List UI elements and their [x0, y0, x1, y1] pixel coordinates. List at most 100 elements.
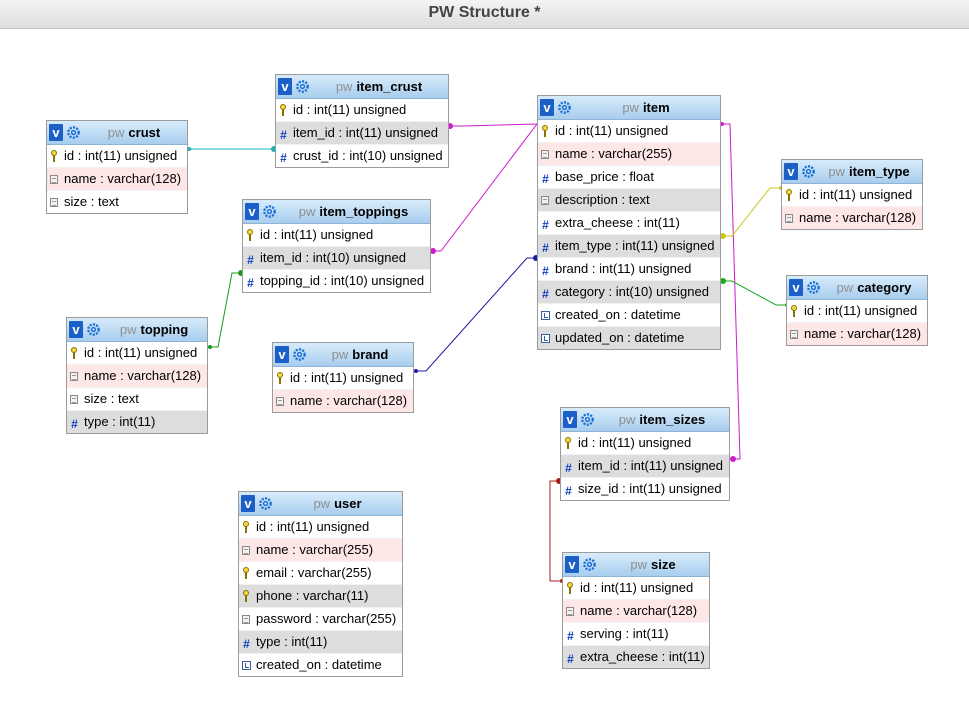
table-column-row[interactable]: id : int(11) unsigned: [538, 120, 720, 143]
column-label: item_id : int(11) unsigned: [293, 125, 439, 140]
table-column-row[interactable]: email : varchar(255): [239, 562, 402, 585]
gear-icon[interactable]: [258, 496, 273, 511]
gear-icon[interactable]: [580, 412, 595, 427]
relation-line[interactable]: [448, 123, 538, 127]
table-column-row[interactable]: #crust_id : int(10) unsigned: [276, 145, 448, 167]
table-column-row[interactable]: #serving : int(11): [563, 623, 709, 646]
table-column-row[interactable]: id : int(11) unsigned: [561, 432, 729, 455]
table-column-row[interactable]: #item_id : int(10) unsigned: [243, 247, 430, 270]
table-column-row[interactable]: name : varchar(128): [67, 365, 207, 388]
table-column-row[interactable]: #type : int(11): [239, 631, 402, 654]
toggle-columns-button[interactable]: v: [241, 495, 255, 512]
table-column-row[interactable]: name : varchar(128): [787, 323, 927, 345]
table-column-row[interactable]: #extra_cheese : int(11): [563, 646, 709, 668]
table-column-row[interactable]: id : int(11) unsigned: [239, 516, 402, 539]
table-column-row[interactable]: #type : int(11): [67, 411, 207, 433]
table-column-row[interactable]: name : varchar(255): [239, 539, 402, 562]
toggle-columns-button[interactable]: v: [789, 279, 803, 296]
relation-line[interactable]: [414, 257, 537, 372]
relation-line[interactable]: [722, 280, 787, 306]
gear-icon[interactable]: [801, 164, 816, 179]
table-column-row[interactable]: #item_id : int(11) unsigned: [561, 455, 729, 478]
table-column-row[interactable]: name : varchar(128): [782, 207, 922, 229]
relation-line[interactable]: [722, 187, 781, 237]
column-label: name : varchar(255): [555, 146, 673, 161]
table-column-row[interactable]: password : varchar(255): [239, 608, 402, 631]
table-column-row[interactable]: id : int(11) unsigned: [563, 577, 709, 600]
gear-icon[interactable]: [66, 125, 81, 140]
table-column-row[interactable]: #size_id : int(11) unsigned: [561, 478, 729, 500]
column-label: serving : int(11): [580, 626, 669, 641]
column-label: item_id : int(10) unsigned: [260, 250, 406, 265]
toggle-columns-button[interactable]: v: [245, 203, 259, 220]
gear-icon[interactable]: [295, 79, 310, 94]
relation-line[interactable]: [208, 272, 242, 348]
table-column-row[interactable]: description : text: [538, 189, 720, 212]
gear-icon[interactable]: [806, 280, 821, 295]
gear-icon[interactable]: [557, 100, 572, 115]
gear-icon[interactable]: [262, 204, 277, 219]
toggle-columns-button[interactable]: v: [49, 124, 63, 141]
gear-icon[interactable]: [292, 347, 307, 362]
table-column-row[interactable]: name : varchar(128): [563, 600, 709, 623]
table-column-row[interactable]: id : int(11) unsigned: [67, 342, 207, 365]
toggle-columns-button[interactable]: v: [69, 321, 83, 338]
table-column-row[interactable]: #extra_cheese : int(11): [538, 212, 720, 235]
table-column-row[interactable]: created_on : datetime: [239, 654, 402, 676]
toggle-columns-button[interactable]: v: [565, 556, 579, 573]
table-column-row[interactable]: id : int(11) unsigned: [273, 367, 413, 390]
table-column-row[interactable]: id : int(11) unsigned: [782, 184, 922, 207]
gear-icon[interactable]: [86, 322, 101, 337]
toggle-columns-button[interactable]: v: [784, 163, 798, 180]
table-column-row[interactable]: #category : int(10) unsigned: [538, 281, 720, 304]
table-column-row[interactable]: name : varchar(255): [538, 143, 720, 166]
table-column-row[interactable]: phone : varchar(11): [239, 585, 402, 608]
table-column-row[interactable]: size : text: [47, 191, 187, 213]
table-column-row[interactable]: size : text: [67, 388, 207, 411]
table-column-row[interactable]: id : int(11) unsigned: [787, 300, 927, 323]
gear-icon[interactable]: [582, 557, 597, 572]
table-column-row[interactable]: #item_id : int(11) unsigned: [276, 122, 448, 145]
table-column-row[interactable]: #topping_id : int(10) unsigned: [243, 270, 430, 292]
table-column-row[interactable]: name : varchar(128): [273, 390, 413, 412]
toggle-columns-button[interactable]: v: [563, 411, 577, 428]
table-column-row[interactable]: id : int(11) unsigned: [47, 145, 187, 168]
table-column-row[interactable]: id : int(11) unsigned: [276, 99, 448, 122]
column-label: item_id : int(11) unsigned: [578, 458, 724, 473]
table-column-row[interactable]: #item_type : int(11) unsigned: [538, 235, 720, 258]
relation-line[interactable]: [549, 480, 563, 582]
toggle-columns-button[interactable]: v: [540, 99, 554, 116]
toggle-columns-button[interactable]: v: [278, 78, 292, 95]
table-column-row[interactable]: updated_on : datetime: [538, 327, 720, 349]
table-column-row[interactable]: created_on : datetime: [538, 304, 720, 327]
table-title: brand: [352, 347, 389, 362]
toggle-columns-button[interactable]: v: [275, 346, 289, 363]
table-column-row[interactable]: name : varchar(128): [47, 168, 187, 191]
table-column-row[interactable]: #brand : int(11) unsigned: [538, 258, 720, 281]
table-column-row[interactable]: #base_price : float: [538, 166, 720, 189]
table-column-row[interactable]: id : int(11) unsigned: [243, 224, 430, 247]
